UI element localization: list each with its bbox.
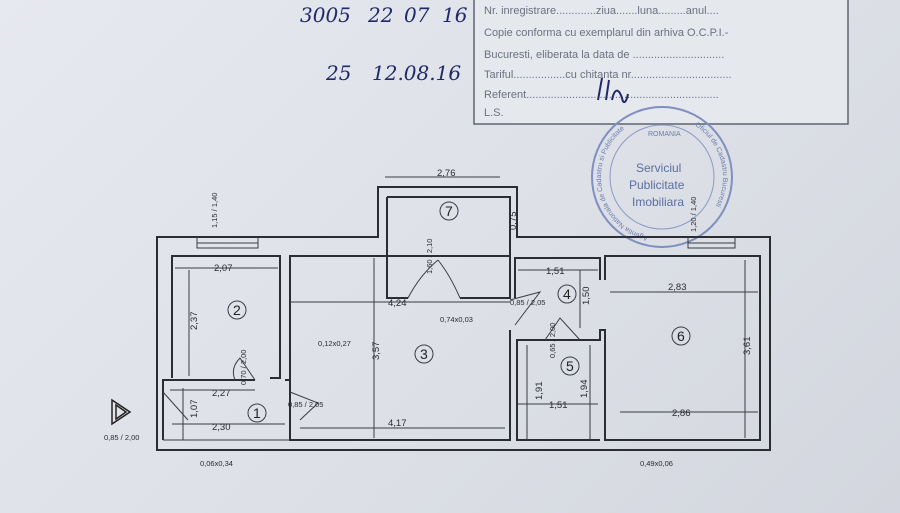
- dim-r1-height: 1,07: [189, 400, 200, 419]
- dim-r1-width-bottom: 2,30: [212, 422, 231, 433]
- walls: [156, 186, 771, 451]
- room-2-label: 2: [233, 302, 241, 318]
- dim-r3-niche: 0,12x0,27: [318, 339, 351, 348]
- stamp-line-4: Tariful.................cu chitanta nr..…: [484, 69, 732, 81]
- dim-r2-height: 2,37: [189, 312, 200, 331]
- dim-r6-width-top: 2,83: [668, 282, 687, 293]
- stamp-line-2: Copie conforma cu exemplarul din arhiva …: [484, 27, 729, 39]
- hand-year: 16: [442, 3, 468, 27]
- room-3-label: 3: [420, 346, 428, 362]
- handwritten-entries: 3005 22 07 16 25 12.08.16: [300, 3, 468, 85]
- round-seal: ROMANIA Serviciul Publicitate Imobiliara…: [591, 106, 733, 248]
- dim-r4-height: 1,50: [581, 287, 592, 306]
- dim-balcony-door: 1,60 / 2,10: [425, 239, 434, 274]
- stamp-line-1: Nr. inregistrare.............ziua.......…: [484, 5, 719, 17]
- seal-center-3: Imobiliara: [632, 195, 684, 209]
- room-6-label: 6: [677, 328, 685, 344]
- dim-r4-width: 1,51: [546, 266, 565, 277]
- dim-r4-door: 0,85 / 2,05: [510, 298, 545, 307]
- dim-balcony-depth: 0,75: [508, 212, 519, 231]
- hand-date: 12.08.16: [372, 61, 461, 85]
- dim-r3-width-top: 4,24: [388, 298, 407, 309]
- room-4-label: 4: [563, 286, 571, 302]
- dimension-lines: [170, 176, 758, 440]
- dim-r2-width: 2,07: [214, 263, 233, 274]
- dim-r1-width-top: 2,27: [212, 388, 231, 399]
- dim-window-right: 1,20 / 1,40: [689, 197, 698, 232]
- dim-r5-width: 1,51: [549, 400, 568, 411]
- hand-reg-number: 3005: [300, 3, 351, 27]
- dim-niche-bottom-left: 0,06x0,34: [200, 459, 233, 468]
- stamp-line-5: Referent................................…: [484, 89, 719, 101]
- hand-day: 22: [367, 3, 393, 27]
- dim-balcony-width: 2,76: [437, 168, 456, 179]
- hand-month: 07: [404, 3, 430, 27]
- dim-window-left: 1,15 / 1,40: [210, 193, 219, 228]
- room-numbers: 1 2 3 4 5 6 7: [227, 201, 691, 423]
- hand-fee: 25: [325, 61, 351, 85]
- door-swings: [162, 259, 581, 421]
- signature: [597, 77, 629, 104]
- dim-r1-door: 0,85 / 2,05: [288, 400, 323, 409]
- dimension-labels: 2,76 0,75 1,15 / 1,40 1,20 / 1,40 1,60 /…: [104, 168, 753, 468]
- dim-r6-width-bottom: 2,86: [672, 408, 691, 419]
- dim-r3-height: 3,57: [371, 342, 382, 361]
- seal-center-2: Publicitate: [629, 178, 685, 192]
- dim-r2-door: 0,70 / 2,00: [239, 350, 248, 385]
- dim-niche-bottom-right: 0,49x0,06: [640, 459, 673, 468]
- dim-r6-height: 3,61: [742, 337, 753, 356]
- stamp-line-3: Bucuresti, eliberata la data de ........…: [484, 49, 724, 61]
- room-5-label: 5: [566, 358, 574, 374]
- room-7-label: 7: [445, 203, 453, 219]
- seal-center-1: Serviciul: [636, 161, 681, 175]
- entrance-arrow-icon: [111, 398, 132, 426]
- dim-entry-door: 0,85 / 2,00: [104, 433, 139, 442]
- dim-r5-door: 0,65 / 2,00: [548, 323, 557, 358]
- dim-r3-niche2: 0,74x0,03: [440, 315, 473, 324]
- dim-r3-width-bottom: 4,17: [388, 418, 407, 429]
- room-1-label: 1: [253, 405, 261, 421]
- seal-top: ROMANIA: [648, 131, 681, 138]
- dim-r5-height-right: 1,94: [579, 380, 590, 399]
- registration-stamp: Nr. inregistrare.............ziua.......…: [473, 0, 849, 125]
- stamp-line-6: L.S.: [484, 107, 504, 119]
- dim-r5-height-left: 1,91: [534, 382, 545, 401]
